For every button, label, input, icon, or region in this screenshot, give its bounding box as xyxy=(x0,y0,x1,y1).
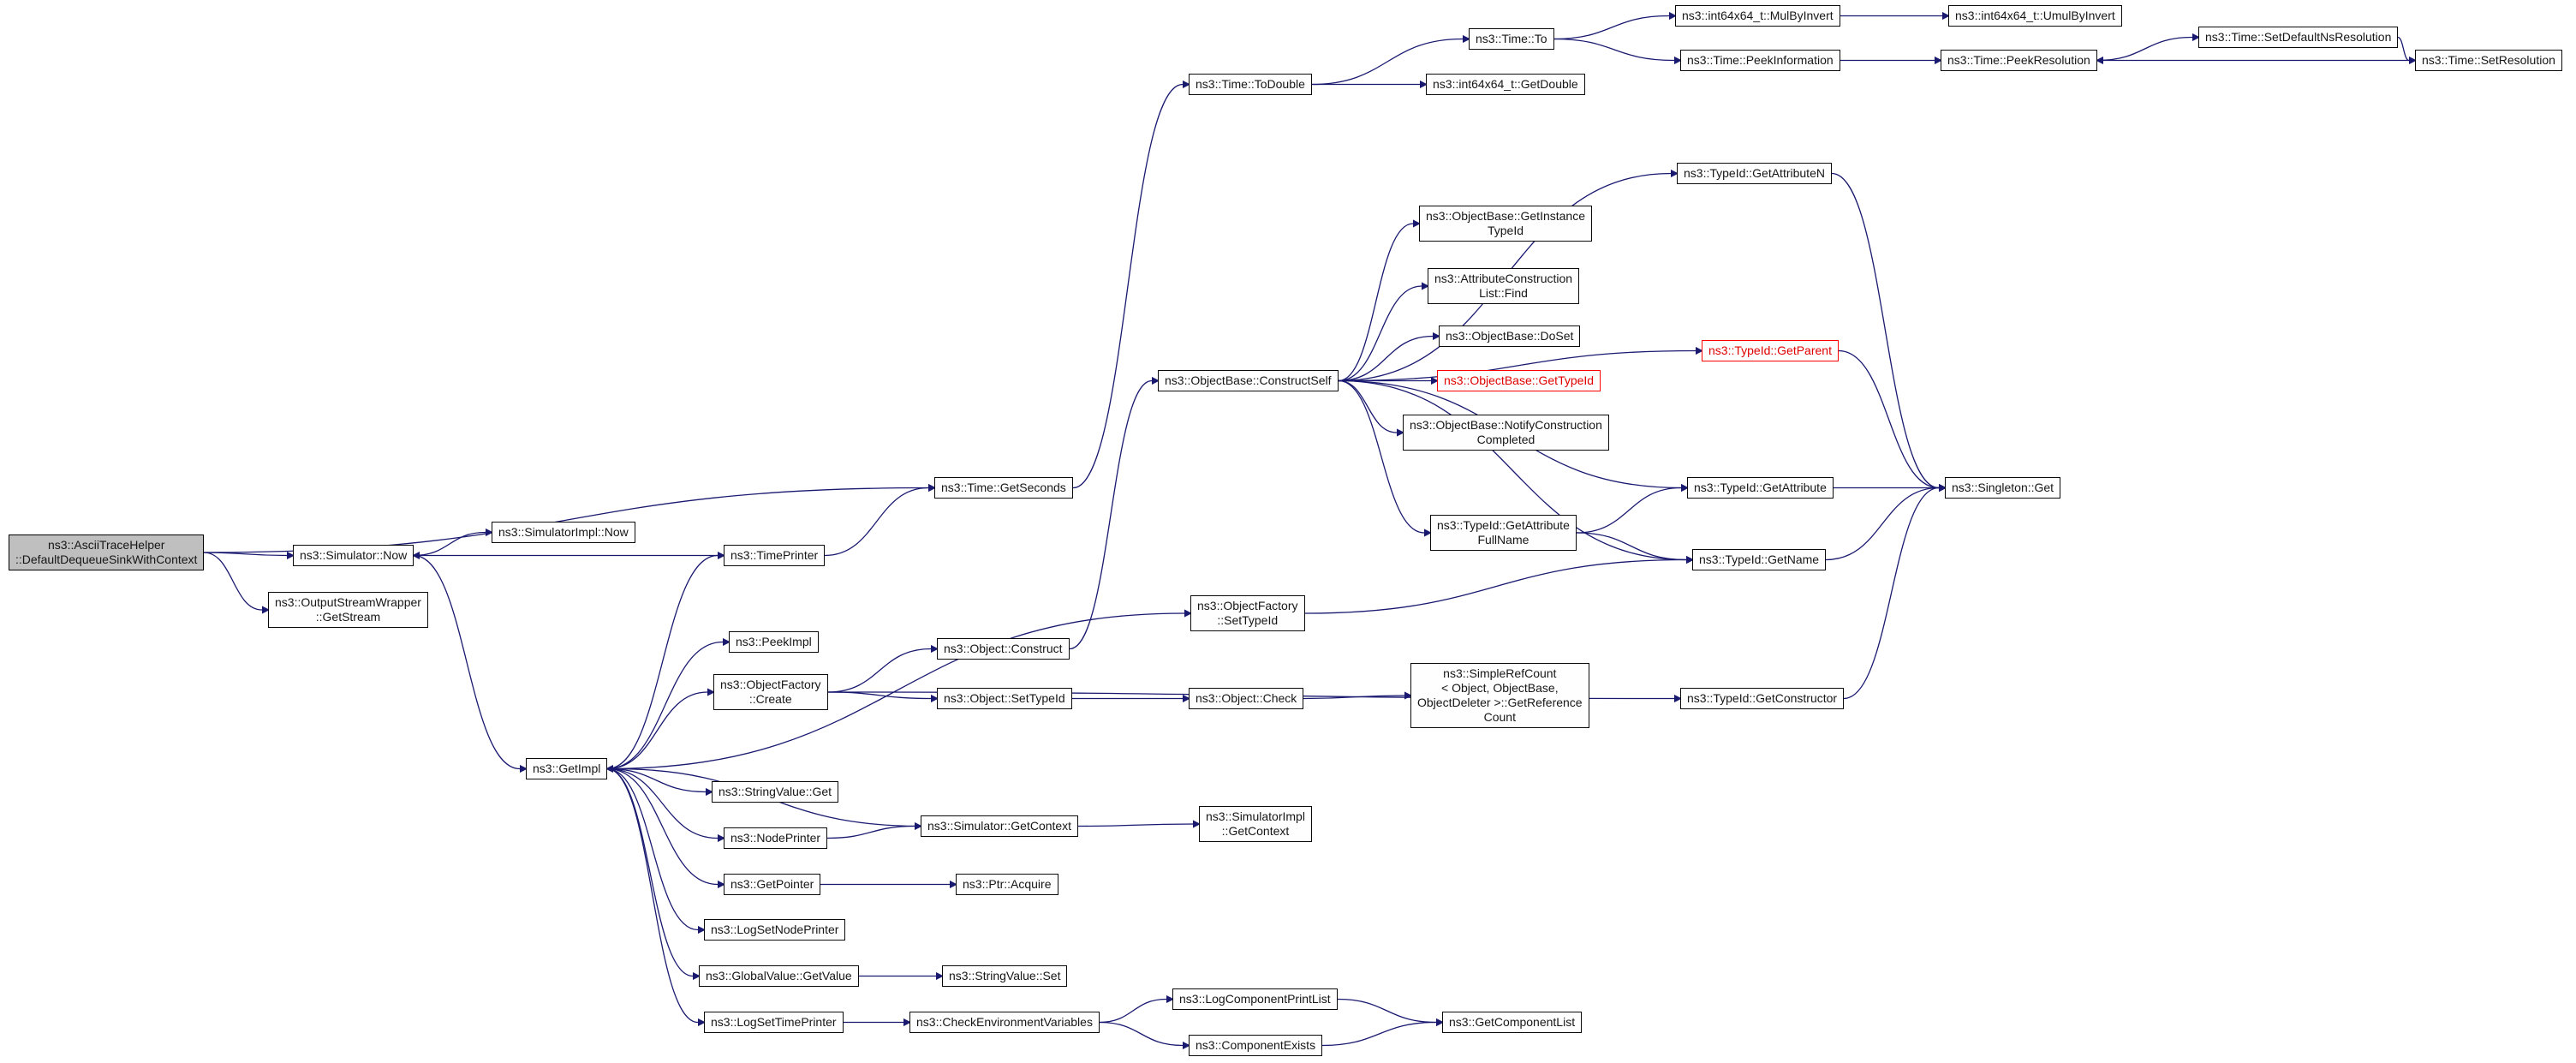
graph-node-singleton-get[interactable]: ns3::Singleton::Get xyxy=(1945,477,2061,499)
graph-node-get-component-list[interactable]: ns3::GetComponentList xyxy=(1442,1012,1583,1033)
graph-node-get-attribute-full-name[interactable]: ns3::TypeId::GetAttribute FullName xyxy=(1430,515,1577,551)
graph-node-log-set-time-printer[interactable]: ns3::LogSetTimePrinter xyxy=(704,1012,844,1033)
graph-node-type-id-get-attribute-n[interactable]: ns3::TypeId::GetAttributeN xyxy=(1677,163,1832,184)
graph-node-default-dequeue-sink-with-context: ns3::AsciiTraceHelper ::DefaultDequeueSi… xyxy=(9,534,205,570)
graph-node-object-check[interactable]: ns3::Object::Check xyxy=(1189,688,1304,709)
graph-node-component-exists[interactable]: ns3::ComponentExists xyxy=(1189,1035,1323,1056)
graph-node-log-component-print-list[interactable]: ns3::LogComponentPrintList xyxy=(1172,988,1338,1010)
graph-node-log-set-node-printer[interactable]: ns3::LogSetNodePrinter xyxy=(704,919,846,941)
graph-node-output-stream-wrapper-get-stream[interactable]: ns3::OutputStreamWrapper ::GetStream xyxy=(268,592,428,628)
graph-node-construct-self[interactable]: ns3::ObjectBase::ConstructSelf xyxy=(1158,370,1339,391)
graph-node-node-printer[interactable]: ns3::NodePrinter xyxy=(724,827,828,849)
graph-node-type-id-get-attribute[interactable]: ns3::TypeId::GetAttribute xyxy=(1687,477,1834,499)
graph-node-get-instance-type-id[interactable]: ns3::ObjectBase::GetInstance TypeId xyxy=(1419,206,1592,242)
graph-node-time-to-double[interactable]: ns3::Time::ToDouble xyxy=(1189,74,1312,95)
graph-node-string-value-set[interactable]: ns3::StringValue::Set xyxy=(942,965,1068,987)
graph-node-object-set-type-id[interactable]: ns3::Object::SetTypeId xyxy=(937,688,1072,709)
graph-node-time-to[interactable]: ns3::Time::To xyxy=(1469,28,1554,50)
graph-node-get-reference-count[interactable]: ns3::SimpleRefCount < Object, ObjectBase… xyxy=(1410,663,1589,728)
graph-node-time-get-seconds[interactable]: ns3::Time::GetSeconds xyxy=(934,477,1073,499)
graph-node-simulator-impl-now[interactable]: ns3::SimulatorImpl::Now xyxy=(492,522,635,543)
graph-node-notify-construction-completed[interactable]: ns3::ObjectBase::NotifyConstruction Comp… xyxy=(1403,415,1609,451)
graph-node-simulator-now[interactable]: ns3::Simulator::Now xyxy=(293,545,414,566)
graph-node-object-factory-create[interactable]: ns3::ObjectFactory ::Create xyxy=(713,674,828,710)
graph-node-object-base-do-set[interactable]: ns3::ObjectBase::DoSet xyxy=(1439,325,1581,347)
graph-node-type-id-get-name[interactable]: ns3::TypeId::GetName xyxy=(1692,549,1827,570)
graph-node-object-base-get-type-id[interactable]: ns3::ObjectBase::GetTypeId xyxy=(1437,370,1601,391)
graph-node-get-pointer[interactable]: ns3::GetPointer xyxy=(724,874,821,895)
graph-node-get-impl[interactable]: ns3::GetImpl xyxy=(526,758,608,779)
graph-node-mul-by-invert[interactable]: ns3::int64x64_t::MulByInvert xyxy=(1675,5,1840,27)
graph-node-peek-resolution[interactable]: ns3::Time::PeekResolution xyxy=(1941,50,2097,71)
graph-node-check-environment-variables[interactable]: ns3::CheckEnvironmentVariables xyxy=(909,1012,1100,1033)
graph-node-attribute-construction-list-find[interactable]: ns3::AttributeConstruction List::Find xyxy=(1428,268,1580,304)
graph-node-umul-by-invert[interactable]: ns3::int64x64_t::UmulByInvert xyxy=(1948,5,2122,27)
graph-node-ptr-acquire[interactable]: ns3::Ptr::Acquire xyxy=(956,874,1058,895)
graph-node-string-value-get[interactable]: ns3::StringValue::Get xyxy=(712,781,839,803)
graph-node-peek-information[interactable]: ns3::Time::PeekInformation xyxy=(1680,50,1840,71)
graph-node-global-value-get-value[interactable]: ns3::GlobalValue::GetValue xyxy=(699,965,859,987)
graph-node-simulator-impl-get-context[interactable]: ns3::SimulatorImpl ::GetContext xyxy=(1199,806,1312,842)
graph-node-object-construct[interactable]: ns3::Object::Construct xyxy=(937,638,1070,660)
graph-node-time-printer[interactable]: ns3::TimePrinter xyxy=(724,545,826,566)
graph-node-peek-impl[interactable]: ns3::PeekImpl xyxy=(729,631,819,653)
graph-node-set-resolution[interactable]: ns3::Time::SetResolution xyxy=(2415,50,2562,71)
graph-node-set-default-ns-resolution[interactable]: ns3::Time::SetDefaultNsResolution xyxy=(2198,27,2399,48)
graph-node-object-factory-set-type-id[interactable]: ns3::ObjectFactory ::SetTypeId xyxy=(1190,595,1305,631)
graph-node-type-id-get-constructor[interactable]: ns3::TypeId::GetConstructor xyxy=(1680,688,1845,709)
graph-node-type-id-get-parent[interactable]: ns3::TypeId::GetParent xyxy=(1702,340,1839,361)
graph-node-int64x64-get-double[interactable]: ns3::int64x64_t::GetDouble xyxy=(1426,74,1585,95)
graph-node-simulator-get-context[interactable]: ns3::Simulator::GetContext xyxy=(921,815,1079,837)
